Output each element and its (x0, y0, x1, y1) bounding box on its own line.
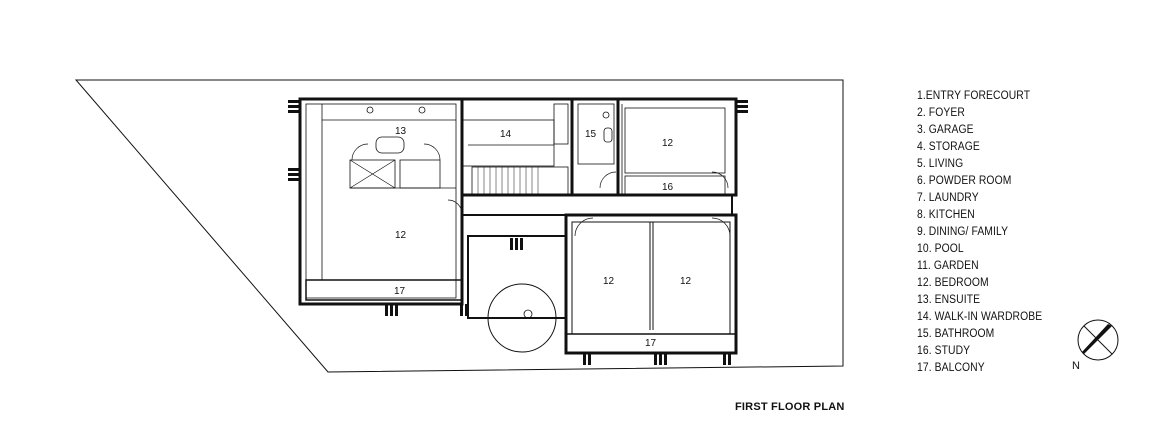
legend-item: 5. LIVING (917, 158, 964, 170)
room-label-balcony-s: 17 (645, 338, 657, 349)
legend-item: 7. LAUNDRY (917, 192, 979, 204)
legend-item: 13. ENSUITE (917, 294, 981, 306)
drawing-title: FIRST FLOOR PLAN (735, 401, 845, 413)
room-label-bathroom: 15 (585, 129, 597, 140)
legend-item: 4. STORAGE (917, 141, 980, 153)
site-boundary (74, 79, 844, 373)
legend-item: 12. BEDROOM (917, 277, 989, 289)
room-label-bedroom-s1: 12 (603, 276, 615, 287)
legend-item: 8. KITCHEN (917, 209, 975, 221)
room-label-wardrobe: 14 (500, 129, 512, 140)
legend-item: 15. BATHROOM (917, 328, 995, 340)
room-legend: 1.ENTRY FORECOURT 2. FOYER 3. GARAGE 4. … (917, 88, 1042, 377)
legend-item: 16. STUDY (917, 345, 971, 357)
legend-item: 14. WALK-IN WARDROBE (917, 311, 1043, 323)
room-label-balcony-w: 17 (394, 286, 406, 297)
legend-item: 1.ENTRY FORECOURT (917, 90, 1031, 102)
legend-item: 11. GARDEN (917, 260, 979, 272)
room-label-bedroom-ne: 12 (662, 138, 674, 149)
north-label: N (1072, 360, 1080, 372)
legend-item: 6. POWDER ROOM (917, 175, 1012, 187)
legend-item: 3. GARAGE (917, 124, 974, 136)
legend-item: 2. FOYER (917, 107, 965, 119)
room-label-ensuite: 13 (395, 126, 407, 137)
structural-columns (288, 100, 748, 365)
room-label-study: 16 (662, 182, 674, 193)
north-arrow-icon (1077, 319, 1119, 361)
building-walls (298, 97, 738, 355)
legend-item: 10. POOL (917, 243, 964, 255)
legend-item: 9. DINING/ FAMILY (917, 226, 1009, 238)
legend-item: 17. BALCONY (917, 362, 985, 374)
room-label-bedroom-w: 12 (395, 230, 407, 241)
room-label-bedroom-s2: 12 (680, 276, 692, 287)
